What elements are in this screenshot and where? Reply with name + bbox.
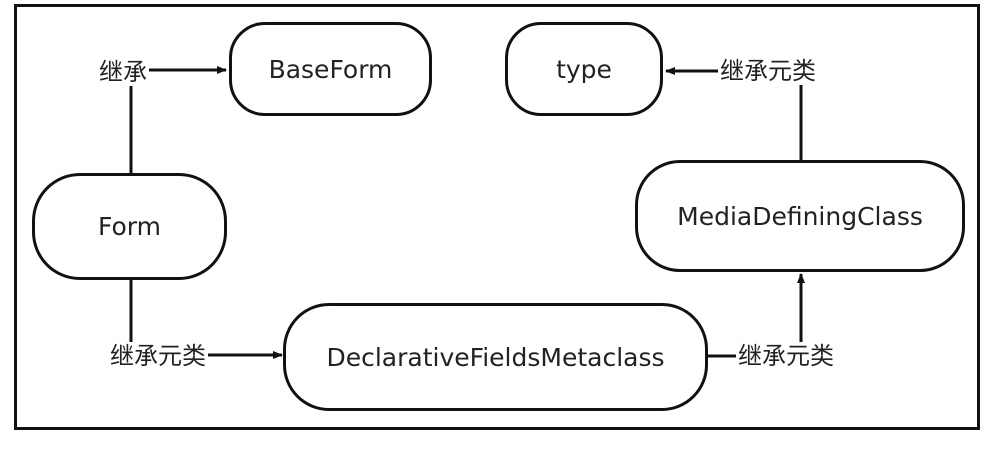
node-baseform-label: BaseForm [268, 54, 393, 84]
node-media-label: MediaDefiningClass [677, 201, 923, 231]
node-type: type [505, 22, 663, 116]
edge-label-media-type: 继承元类 [718, 57, 818, 85]
node-type-label: type [556, 54, 612, 84]
node-baseform: BaseForm [229, 22, 432, 116]
edge-label-form-baseform: 继承 [97, 58, 149, 86]
node-declarative-fields-metaclass: DeclarativeFieldsMetaclass [283, 303, 708, 411]
node-declarative-label: DeclarativeFieldsMetaclass [326, 342, 665, 372]
edge-label-declarative-media: 继承元类 [736, 342, 836, 370]
node-form: Form [32, 173, 227, 280]
node-form-label: Form [98, 212, 161, 241]
edge-label-form-declarative: 继承元类 [108, 342, 208, 370]
node-media-defining-class: MediaDefiningClass [635, 160, 965, 272]
